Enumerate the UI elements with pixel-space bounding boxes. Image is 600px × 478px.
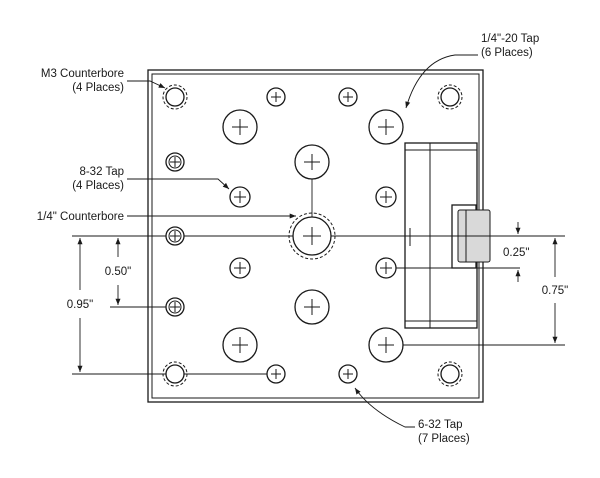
6-32-tap-label: 6-32 Tap <box>418 419 463 431</box>
8-32-tap-count: (4 Places) <box>72 180 124 192</box>
hole-pattern <box>162 84 463 387</box>
dimension-095: 0.95" <box>67 299 93 311</box>
m3-counterbore-label: M3 Counterbore <box>41 68 124 80</box>
m3-counterbore-icon <box>162 84 463 387</box>
quarter-counterbore-label: 1/4" Counterbore <box>37 211 124 223</box>
side-mount-block <box>404 142 491 329</box>
quarter-20-tap-count: (6 Places) <box>481 47 533 59</box>
quarter-20-tap-icon <box>222 109 404 363</box>
callout-labels: M3 Counterbore (4 Places) 1/4"-20 Tap (6… <box>37 33 539 445</box>
8-32-tap-icon <box>229 186 397 279</box>
quarter-20-tap-label: 1/4"-20 Tap <box>481 33 539 45</box>
8-32-tap-label: 8-32 Tap <box>79 166 124 178</box>
6-32-tap-count: (7 Places) <box>418 433 470 445</box>
dimension-075: 0.75" <box>542 285 568 297</box>
m3-counterbore-count: (4 Places) <box>72 82 124 94</box>
dimension-arrows <box>77 222 558 372</box>
callout-leaders <box>127 54 478 428</box>
dimension-050: 0.50" <box>105 266 131 278</box>
dimension-labels: 0.50" 0.95" 0.25" 0.75" <box>67 247 568 311</box>
6-32-tap-icon <box>165 87 358 384</box>
dimension-025: 0.25" <box>503 247 529 259</box>
quarter-counterbore-icon <box>288 212 336 260</box>
